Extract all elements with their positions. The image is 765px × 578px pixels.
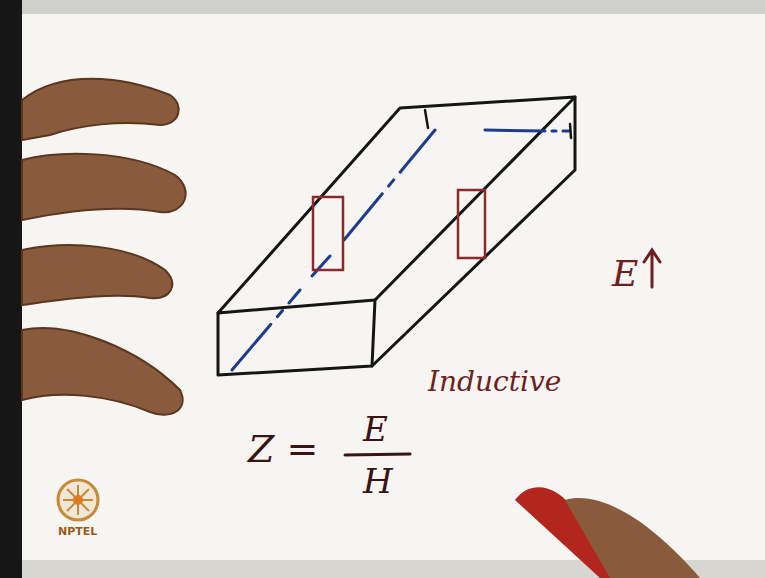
note-text: Inductive [428,368,561,396]
logo-text: NPTEL [58,526,97,537]
equation-text: E [363,412,388,446]
field-label: E [612,256,638,292]
equation-text: Z = [248,430,318,468]
nptel-logo [58,480,98,520]
equation-text: H [363,464,393,498]
